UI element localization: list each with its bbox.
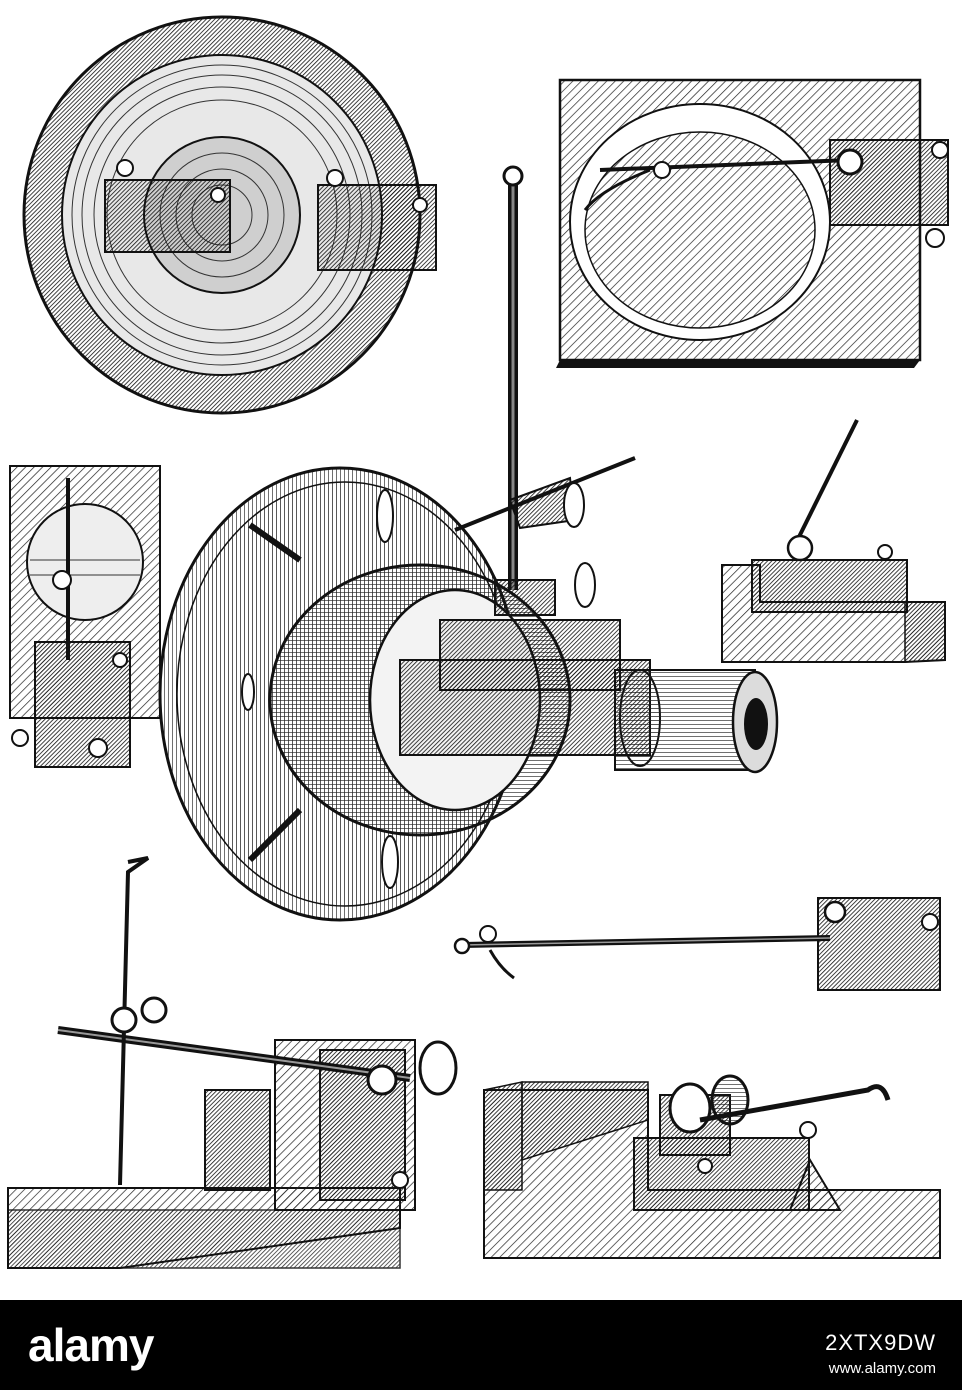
engraving-plate bbox=[7, 15, 949, 1269]
image-id: 2XTX9DW bbox=[825, 1330, 936, 1355]
stock-footer-bar: alamy 2XTX9DW www.alamy.com bbox=[0, 1300, 962, 1390]
rod-with-tool-holder-block bbox=[453, 897, 941, 991]
square-plate-with-circular-opening bbox=[556, 78, 949, 368]
footer-url: www.alamy.com bbox=[828, 1360, 936, 1377]
lathe-faceplate-with-tube-and-tool bbox=[158, 165, 779, 922]
angle-block-with-bent-tool bbox=[483, 1074, 941, 1259]
angle-plate-with-scriber-rod bbox=[7, 856, 458, 1269]
vertical-plate-with-tool-post bbox=[9, 465, 161, 768]
brand-logo: alamy bbox=[28, 1319, 154, 1371]
small-block-with-angled-tool bbox=[721, 419, 946, 663]
faceplate-with-tool-holders bbox=[22, 15, 437, 415]
